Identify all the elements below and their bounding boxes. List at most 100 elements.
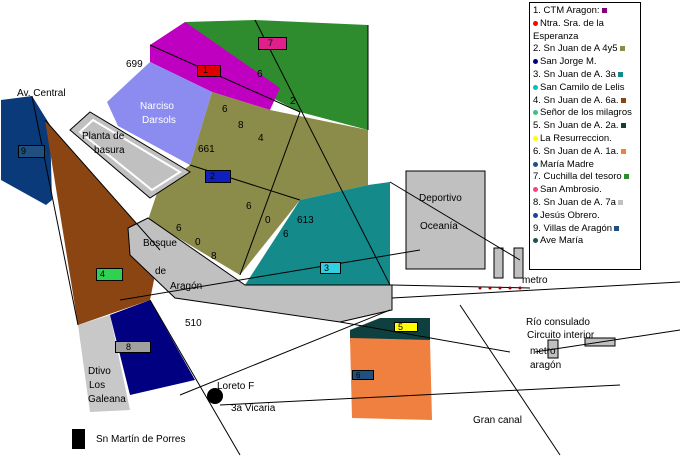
de-label: de xyxy=(155,266,167,277)
legend-dot xyxy=(533,110,538,116)
legend-square xyxy=(620,97,626,103)
zone-bosque-de-aragon xyxy=(127,217,393,323)
legend-row: 5. Sn Juan de A. 2a. xyxy=(533,120,639,133)
legend-text: 7. Cuchilla del tesoro xyxy=(533,171,622,183)
narciso-label: Narciso xyxy=(140,101,174,112)
legend-row: 8. Sn Juan de A. 7a xyxy=(533,197,639,210)
deportivo-label: Deportivo xyxy=(419,193,462,204)
legend-text: María Madre xyxy=(540,158,594,170)
legend-dot xyxy=(533,135,538,141)
legend-square xyxy=(614,225,620,231)
legend-text: Señor de los milagros xyxy=(540,107,632,119)
legend-square xyxy=(619,46,625,52)
legend-row: Esperanza xyxy=(533,31,639,44)
zone-8-sn-juan-7a xyxy=(78,315,130,412)
legend-dot xyxy=(533,187,538,193)
legend-row: 9. Villas de Aragón xyxy=(533,223,639,236)
marker-4 xyxy=(96,268,123,281)
legend-row: San Jorge M. xyxy=(533,56,639,69)
legend-text: 2. Sn Juan de A 4y5 xyxy=(533,43,618,55)
metro-aragon-label-1: metro xyxy=(530,346,556,357)
zone-4-sn-juan-6a xyxy=(45,120,160,325)
legend-dot xyxy=(533,20,538,26)
zone-6-sn-juan-1a xyxy=(350,338,432,420)
legend-text: San Ambrosio. xyxy=(540,184,602,196)
sn-martin-label: Sn Martín de Porres xyxy=(96,434,186,445)
number-6c: 6 xyxy=(246,201,252,212)
number-8a: 8 xyxy=(238,120,244,131)
legend-row: 7. Cuchilla del tesoro xyxy=(533,171,639,184)
basura-label: basura xyxy=(94,145,125,156)
legend-row: 1. CTM Aragon: xyxy=(533,5,639,18)
los-label: Los xyxy=(89,380,106,391)
marker-9 xyxy=(18,145,45,158)
legend-square xyxy=(617,71,623,77)
marker-1 xyxy=(197,65,221,77)
aragon-label: Aragón xyxy=(170,281,203,292)
legend-row: 3. Sn Juan de A. 3a xyxy=(533,69,639,82)
galeana-label: Galeana xyxy=(88,394,126,405)
vicaria-label: 3a Vicaria xyxy=(231,403,276,414)
oceania-label: Oceanía xyxy=(420,221,458,232)
legend-text: Jesús Obrero. xyxy=(540,209,600,221)
sn-martin-square xyxy=(72,429,85,449)
number-510: 510 xyxy=(185,318,202,329)
marker-5 xyxy=(394,322,418,332)
legend-text: Ntra. Sra. de la xyxy=(540,17,604,29)
marker-3 xyxy=(320,262,341,274)
legend-row: María Madre xyxy=(533,159,639,172)
number-6e: 6 xyxy=(176,223,182,234)
number-661: 661 xyxy=(198,144,215,155)
legend-dot xyxy=(533,238,538,244)
bosque-label: Bosque xyxy=(143,238,177,249)
gran-canal-label: Gran canal xyxy=(473,415,522,426)
marker-2 xyxy=(205,170,231,183)
legend-square xyxy=(620,148,626,154)
legend-text: 8. Sn Juan de A. 7a xyxy=(533,196,616,208)
metro-label: metro xyxy=(522,275,548,286)
legend-dot xyxy=(533,161,538,167)
zone-deportivo-oceania xyxy=(405,170,486,270)
legend-row: Ave María xyxy=(533,235,639,248)
av-central-label: Av. Central xyxy=(17,88,66,99)
planta-label: Planta de xyxy=(82,131,125,142)
legend-row: 6. Sn Juan de A. 1a. xyxy=(533,146,639,159)
number-613: 613 xyxy=(297,215,314,226)
number-6a: 6 xyxy=(257,69,263,80)
legend-row: Jesús Obrero. xyxy=(533,210,639,223)
circuito-interior-label: Circuito interior xyxy=(527,330,595,341)
legend-row: 2. Sn Juan de A 4y5 xyxy=(533,43,639,56)
legend-square xyxy=(601,7,607,13)
number-4: 4 xyxy=(258,133,264,144)
legend-dot xyxy=(533,59,538,65)
legend-text: 3. Sn Juan de A. 3a xyxy=(533,68,616,80)
marker-8 xyxy=(115,341,151,353)
legend-text: 4. Sn Juan de A. 6a. xyxy=(533,94,619,106)
legend-text: 9. Villas de Aragón xyxy=(533,222,613,234)
zone-narciso-darsols xyxy=(107,62,212,165)
zone-3-sn-juan-3a xyxy=(245,182,390,285)
number-8b: 8 xyxy=(211,251,217,262)
legend-text: Ave María xyxy=(540,235,584,247)
number-6b: 6 xyxy=(222,104,228,115)
legend-text: 6. Sn Juan de A. 1a. xyxy=(533,145,619,157)
legend-row: San Ambrosio. xyxy=(533,184,639,197)
legend-row: San Camilo de Lelis xyxy=(533,82,639,95)
legend-text: San Camilo de Lelis xyxy=(540,81,625,93)
number-6d: 6 xyxy=(283,229,289,240)
legend-text: San Jorge M. xyxy=(540,56,597,68)
zone-planta-de-basura xyxy=(69,111,191,199)
legend-square xyxy=(617,199,623,205)
loreto-label: Loreto F xyxy=(217,381,255,392)
legend-square xyxy=(620,123,626,129)
legend-text: La Resurreccion. xyxy=(540,132,612,144)
number-0a: 0 xyxy=(265,215,271,226)
legend-text: 5. Sn Juan de A. 2a. xyxy=(533,120,619,132)
legend-row: Ntra. Sra. de la xyxy=(533,18,639,31)
loreto-dot xyxy=(207,388,223,404)
darsols-label: Darsols xyxy=(142,115,176,126)
marker-7 xyxy=(258,37,287,50)
marker-6 xyxy=(352,370,374,380)
